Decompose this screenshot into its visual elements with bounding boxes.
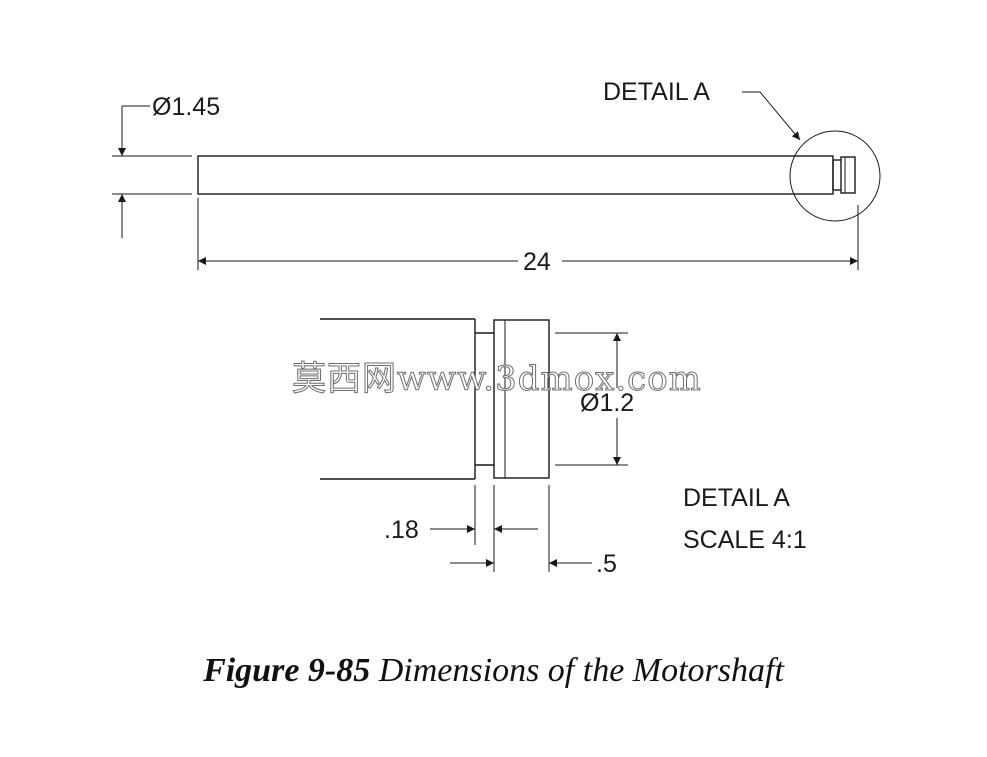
detail-a-callout-label: DETAIL A	[603, 78, 710, 106]
shaft-top-view	[197, 130, 881, 222]
figure-label: Figure 9-85	[203, 652, 371, 689]
detail-a-title: DETAIL A	[683, 484, 790, 512]
diameter-1-45-dimension: Ø1.45	[112, 93, 220, 238]
detail-a-scale: SCALE 4:1	[683, 526, 807, 554]
length-24-dimension: 24	[197, 198, 859, 276]
diameter-1-2-dimension: Ø1.2	[555, 332, 634, 466]
detail-a-circle	[789, 130, 881, 222]
shaft-end-step	[840, 156, 856, 194]
groove-018-dimension: .18	[384, 485, 538, 572]
figure-caption: Figure 9-85 Dimensions of the Motorshaft	[0, 652, 987, 690]
diameter-1-45-label: Ø1.45	[152, 93, 220, 121]
length-24-label: 24	[523, 248, 551, 276]
shaft-body	[197, 155, 834, 195]
diameter-1-2-label: Ø1.2	[580, 389, 634, 417]
watermark-text: 莫西网www.3dmox.com	[292, 359, 702, 399]
groove-018-label: .18	[384, 516, 419, 544]
detail-a-title-block: DETAIL A SCALE 4:1	[683, 484, 807, 554]
detail-a-view	[320, 318, 550, 480]
figure-caption-text: Dimensions of the Motorshaft	[370, 652, 784, 689]
end-05-dimension: .5	[450, 485, 617, 578]
detail-a-callout: DETAIL A	[603, 78, 801, 141]
end-05-label: .5	[596, 550, 617, 578]
detail-end-cap	[493, 319, 550, 479]
